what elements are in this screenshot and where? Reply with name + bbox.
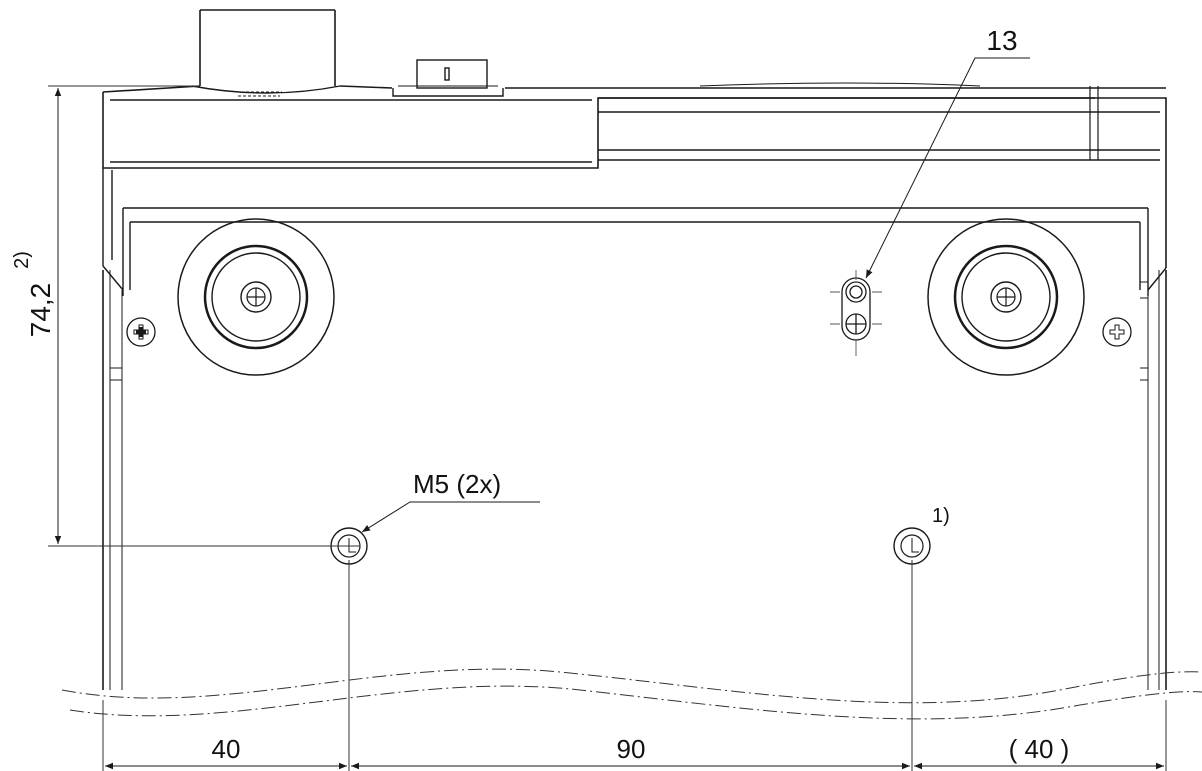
dim-left-value: 40 [212, 734, 241, 764]
callout-13: 13 [986, 25, 1017, 56]
cable-gland-right [927, 218, 1085, 376]
mounting-hole-right [893, 527, 931, 565]
side-walls [102, 270, 1167, 690]
break-lines [61, 668, 1202, 720]
rotary-knob [191, 9, 341, 97]
dim-middle-value: 90 [617, 734, 646, 764]
note-1: 1) [932, 505, 950, 527]
slide-switch [392, 59, 504, 97]
leader-lines [361, 57, 1030, 533]
inner-frame [102, 168, 1167, 296]
housing-lid [102, 82, 1167, 268]
screw-right [1102, 317, 1132, 347]
dimension-lines [54, 88, 1164, 770]
screw-left [126, 317, 156, 347]
dim-vertical-value: 74,2 [25, 283, 56, 338]
led-slot [830, 270, 882, 356]
cable-gland-left [177, 218, 335, 376]
extension-lines [48, 85, 1167, 771]
note-2: 2) [11, 251, 33, 269]
thread-label: M5 (2x) [413, 469, 501, 499]
dim-right-value: ( 40 ) [1009, 734, 1070, 764]
